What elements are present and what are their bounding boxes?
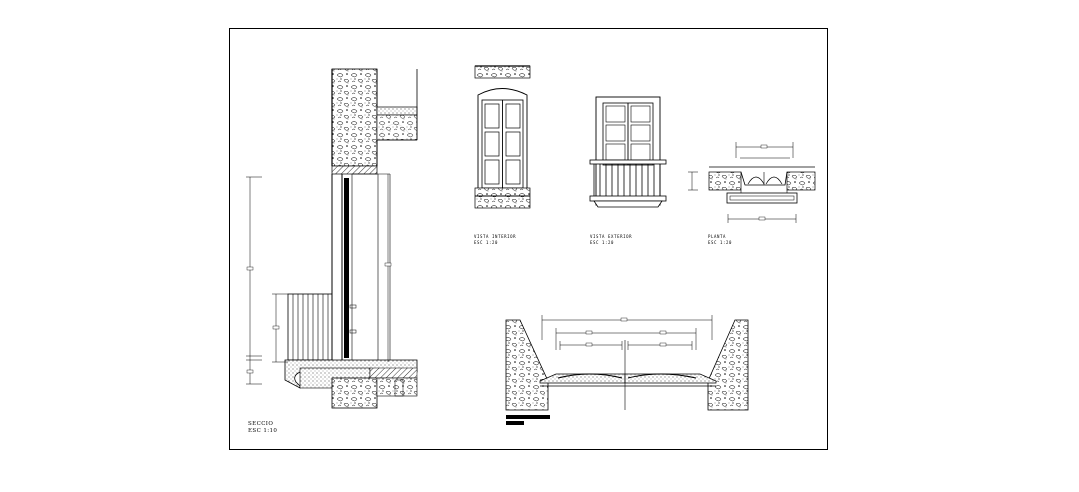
plan-title: PLANTA bbox=[708, 234, 726, 239]
exterior-view-scale: ESC 1:20 bbox=[590, 240, 614, 245]
section-drawing bbox=[246, 68, 418, 409]
sheet-border bbox=[229, 28, 828, 450]
interior-view-drawing bbox=[474, 65, 531, 209]
detail-title-block bbox=[506, 415, 550, 425]
plan-drawing bbox=[688, 142, 816, 223]
interior-view-title: VISTA INTERIOR bbox=[474, 234, 516, 239]
detail-plan-drawing bbox=[505, 315, 749, 411]
exterior-view-title: VISTA EXTERIOR bbox=[590, 234, 632, 239]
exterior-view-drawing bbox=[589, 96, 667, 208]
section-scale: ESC 1:10 bbox=[248, 428, 277, 434]
plan-scale: ESC 1:20 bbox=[708, 240, 732, 245]
section-title: SECCIO bbox=[248, 421, 273, 427]
interior-view-scale: ESC 1:20 bbox=[474, 240, 498, 245]
